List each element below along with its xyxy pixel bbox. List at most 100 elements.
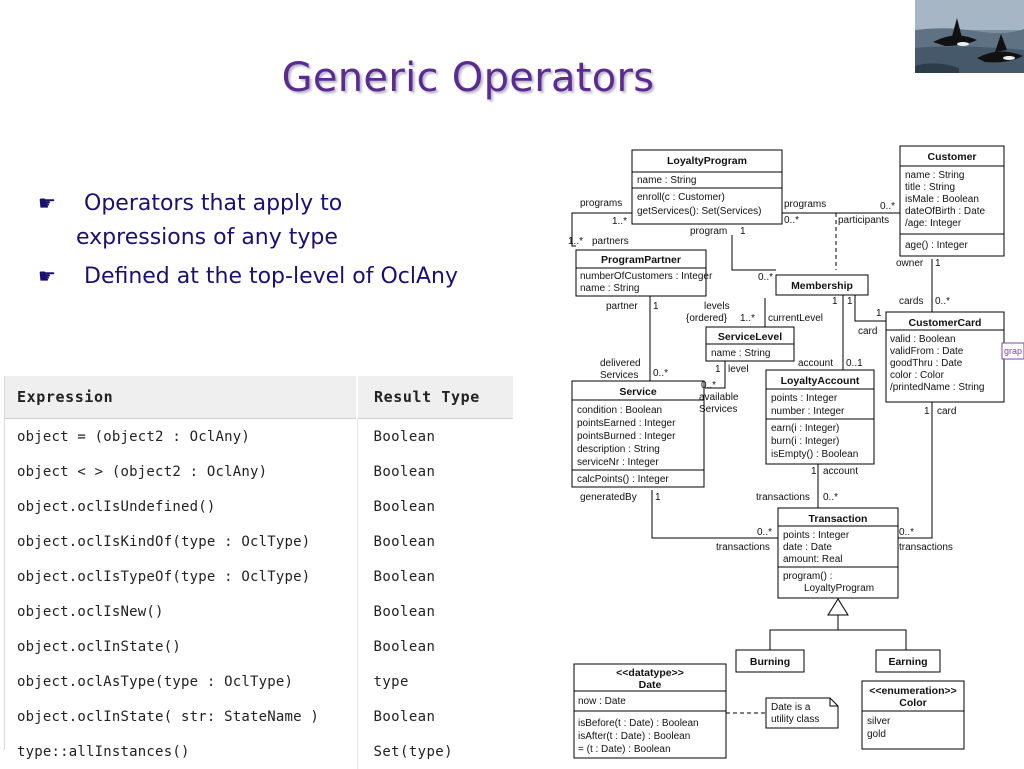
- transaction-title: Transaction: [809, 513, 868, 525]
- attr: pointsEarned : Integer: [577, 418, 676, 429]
- assoc-label: program: [690, 226, 727, 237]
- assoc-label: 1: [740, 226, 746, 237]
- result-type-cell: Boolean: [373, 568, 436, 585]
- table-row: object.oclIsKindOf(type : OclType) Boolea…: [5, 524, 513, 559]
- assoc-label: transactions: [756, 492, 810, 503]
- note-line-2: utility class: [771, 714, 819, 725]
- expression-cell: object.oclInState( str: StateName ): [5, 699, 358, 734]
- assoc-label: 1..*: [612, 216, 627, 227]
- expression-cell: type::allInstances(): [5, 734, 358, 769]
- assoc-label: generatedBy: [580, 492, 637, 503]
- result-type-cell: Set(type): [373, 743, 453, 760]
- assoc-label: level: [728, 364, 749, 375]
- result-type-cell: Boolean: [373, 463, 436, 480]
- bullet-1-continuation: expressions of any type: [76, 225, 338, 250]
- table-row: object.oclInState( str: StateName )Boole…: [5, 699, 513, 734]
- assoc-label: 0..*: [784, 215, 799, 226]
- assoc-label: Services: [600, 370, 638, 381]
- assoc-label: 0..*: [653, 368, 668, 379]
- generalization-arrow: [827, 598, 849, 616]
- class-loyalty-account: [765, 369, 875, 465]
- class-earning: [875, 649, 941, 673]
- table-row: object.oclIsTypeOf(type : OclType) Boolea…: [5, 559, 513, 594]
- result-type-cell: Boolean: [373, 498, 436, 515]
- assoc-label: 1: [715, 364, 721, 375]
- expression-cell: object.oclIsKindOf(type : OclType): [5, 524, 358, 559]
- op: burn(i : Integer): [771, 436, 839, 447]
- assoc-label: 0..*: [758, 272, 773, 283]
- slide-title: Generic Operators: [281, 55, 655, 101]
- attr: name : String: [637, 175, 696, 186]
- op: enroll(c : Customer): [637, 192, 725, 203]
- class-service: [571, 380, 705, 488]
- assoc-label: transactions: [899, 542, 953, 553]
- attr: numberOfCustomers : Integer: [580, 271, 713, 282]
- assoc-label: card: [858, 326, 877, 337]
- class-transaction: [777, 507, 899, 599]
- assoc-label: currentLevel: [768, 313, 823, 324]
- assoc-label: 1..*: [740, 313, 755, 324]
- table-row: object.oclIsNew()Boolean: [5, 594, 513, 629]
- op: isBefore(t : Date) : Boolean: [578, 718, 699, 729]
- attr: isMale : Boolean: [905, 194, 979, 205]
- customer-card-title: CustomerCard: [909, 317, 982, 329]
- bullet-1: ☛Operators that apply to: [38, 186, 342, 221]
- op: getServices(): Set(Services): [637, 206, 761, 217]
- attr: description : String: [577, 444, 660, 455]
- assoc-program-membership: [731, 235, 776, 271]
- assoc-label: participants: [838, 215, 889, 226]
- table-row: object = (object2 : OclAny)Boolean: [5, 418, 513, 454]
- attr: validFrom : Date: [890, 346, 964, 357]
- attr: /age: Integer: [905, 218, 962, 229]
- assoc-label: owner: [896, 258, 924, 269]
- assoc-level-service: [705, 360, 726, 389]
- assoc-label: programs: [784, 199, 826, 210]
- pointing-hand-icon: ☛: [38, 264, 56, 288]
- result-type-cell: Boolean: [373, 638, 436, 655]
- assoc-label: account: [798, 358, 833, 369]
- class-color: [861, 680, 965, 750]
- class-program-partner: [575, 249, 707, 297]
- op: LoyaltyProgram: [804, 583, 874, 594]
- service-title: Service: [619, 386, 657, 398]
- assoc-label: 1: [653, 301, 659, 312]
- color-title: Color: [899, 697, 926, 709]
- assoc-label: partner: [606, 301, 638, 312]
- pointing-hand-icon: ☛: [38, 191, 56, 215]
- assoc-label: 1: [655, 492, 661, 503]
- loyalty-account-title: LoyaltyAccount: [781, 375, 860, 387]
- assoc-label: 1: [924, 406, 930, 417]
- result-type-cell: Boolean: [373, 533, 436, 550]
- expression-cell: object.oclAsType(type : OclType): [5, 664, 358, 699]
- result-type-cell: Boolean: [373, 603, 436, 620]
- assoc-label: transactions: [716, 542, 770, 553]
- attr: now : Date: [578, 696, 626, 707]
- program-partner-title: ProgramPartner: [601, 254, 681, 266]
- assoc-label: levels: [704, 301, 730, 312]
- attr: serviceNr : Integer: [577, 457, 659, 468]
- membership-title: Membership: [791, 280, 853, 292]
- expression-cell: object.oclIsUndefined(): [5, 489, 358, 524]
- result-type-cell: type: [373, 673, 409, 690]
- op: = (t : Date) : Boolean: [578, 744, 671, 755]
- burning-title: Burning: [750, 656, 790, 668]
- op: program() :: [783, 571, 832, 582]
- header-result-type: Result Type: [357, 376, 513, 419]
- assoc-label: 0..*: [935, 296, 950, 307]
- assoc-membership-card: [854, 294, 886, 322]
- assoc-service-transaction: [651, 490, 778, 539]
- expression-cell: object.oclIsTypeOf(type : OclType): [5, 559, 358, 594]
- op: calcPoints() : Integer: [577, 474, 669, 485]
- generalization-tree: [769, 615, 907, 650]
- assoc-label: 0..*: [757, 527, 772, 538]
- assoc-label: 0..*: [701, 380, 716, 391]
- table-row: type::allInstances() Set(type): [5, 734, 513, 769]
- service-level-title: ServiceLevel: [718, 331, 782, 343]
- attr: dateOfBirth : Date: [905, 206, 985, 217]
- attr: name : String: [711, 348, 770, 359]
- assoc-label: 1..*: [568, 236, 583, 247]
- class-membership: [775, 274, 869, 296]
- orca-photo: [915, 0, 1024, 73]
- uml-class-diagram: grap LoyaltyProgram name : String enroll…: [568, 145, 1024, 759]
- class-customer: [899, 145, 1005, 257]
